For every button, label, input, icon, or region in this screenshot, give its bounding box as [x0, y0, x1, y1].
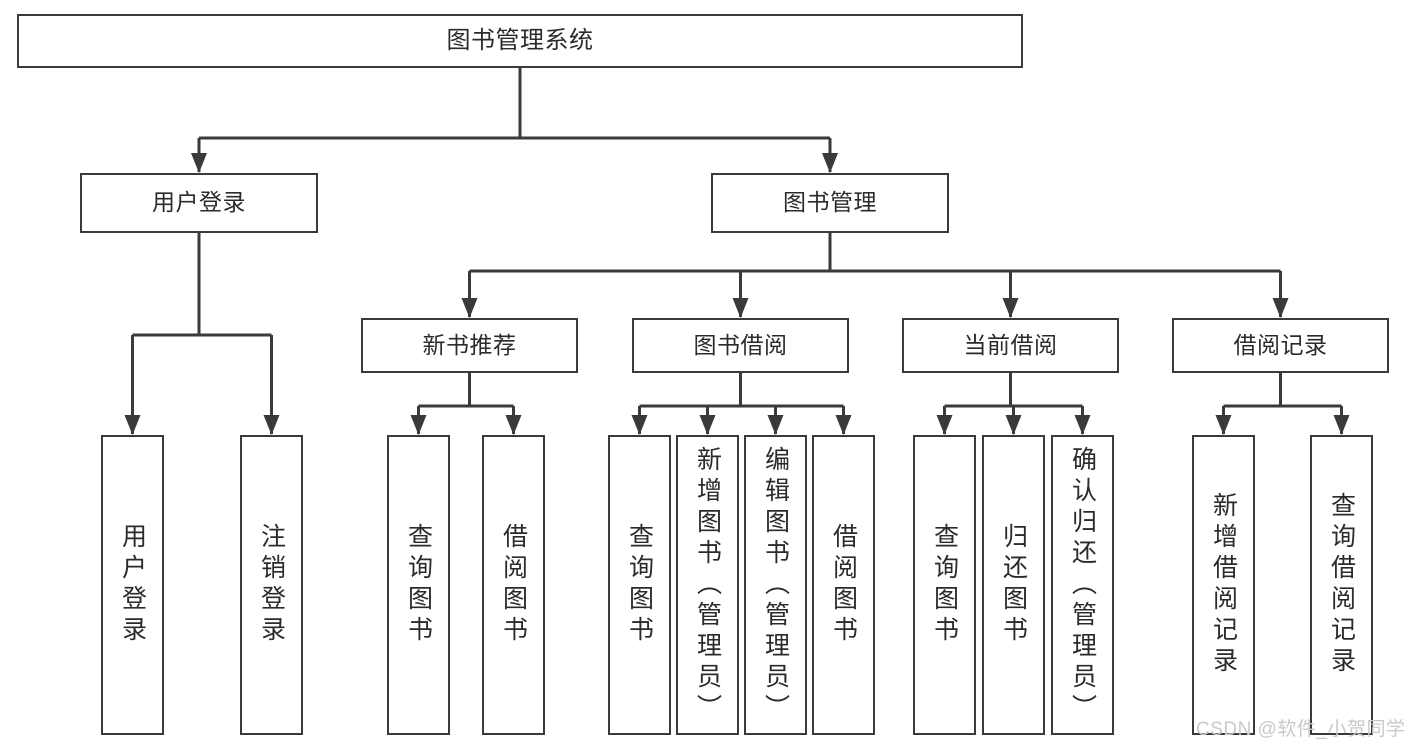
node-leaf-add-record[interactable]: 新增借阅记录 [1192, 435, 1255, 735]
node-label: 新增图书（管理员） [693, 445, 722, 725]
node-label: 图书借阅 [693, 331, 788, 358]
arrowhead-icon [767, 415, 784, 435]
arrowhead-icon [191, 153, 207, 173]
node-leaf-user-login[interactable]: 用户登录 [101, 435, 164, 735]
arrowhead-icon [631, 415, 648, 435]
node-borrow-record[interactable]: 借阅记录 [1172, 318, 1389, 373]
node-label: 用户登录 [118, 523, 147, 647]
node-label: 查询图书 [930, 523, 959, 647]
node-label: 新增借阅记录 [1209, 492, 1238, 678]
node-label: 借阅记录 [1233, 331, 1328, 358]
node-leaf-confirm-return[interactable]: 确认归还（管理员） [1051, 435, 1114, 735]
node-label: 图书管理 [783, 189, 877, 216]
arrowhead-icon [124, 415, 141, 435]
node-user-login[interactable]: 用户登录 [80, 173, 318, 233]
arrowhead-icon [1005, 415, 1022, 435]
arrowhead-icon [1215, 415, 1232, 435]
node-label: 借阅图书 [499, 523, 528, 647]
node-leaf-logout[interactable]: 注销登录 [240, 435, 303, 735]
node-leaf-query-book-2[interactable]: 查询图书 [608, 435, 671, 735]
node-label: 图书管理系统 [446, 26, 594, 54]
arrowhead-icon [822, 153, 838, 173]
node-label: 查询图书 [404, 523, 433, 647]
arrowhead-icon [699, 415, 716, 435]
node-leaf-add-book[interactable]: 新增图书（管理员） [676, 435, 739, 735]
node-new-book-rec[interactable]: 新书推荐 [361, 318, 578, 373]
node-leaf-edit-book[interactable]: 编辑图书（管理员） [744, 435, 807, 735]
node-leaf-query-record[interactable]: 查询借阅记录 [1310, 435, 1373, 735]
node-label: 查询借阅记录 [1327, 492, 1356, 678]
node-leaf-query-book-3[interactable]: 查询图书 [913, 435, 976, 735]
arrowhead-icon [835, 415, 852, 435]
node-label: 用户登录 [152, 189, 246, 216]
arrowhead-icon [505, 415, 522, 435]
node-book-borrow[interactable]: 图书借阅 [632, 318, 849, 373]
node-leaf-borrow-book-2[interactable]: 借阅图书 [812, 435, 875, 735]
node-label: 查询图书 [625, 523, 654, 647]
arrowhead-icon [1333, 415, 1350, 435]
node-label: 确认归还（管理员） [1068, 445, 1097, 725]
node-leaf-return-book[interactable]: 归还图书 [982, 435, 1045, 735]
node-label: 注销登录 [257, 523, 286, 647]
arrowhead-icon [461, 298, 478, 318]
node-root[interactable]: 图书管理系统 [17, 14, 1023, 68]
node-leaf-borrow-book-1[interactable]: 借阅图书 [482, 435, 545, 735]
node-leaf-query-book-1[interactable]: 查询图书 [387, 435, 450, 735]
node-label: 借阅图书 [829, 523, 858, 647]
node-label: 编辑图书（管理员） [761, 445, 790, 725]
arrowhead-icon [263, 415, 280, 435]
node-current-borrow[interactable]: 当前借阅 [902, 318, 1119, 373]
node-label: 归还图书 [999, 523, 1028, 647]
node-book-manage[interactable]: 图书管理 [711, 173, 949, 233]
arrowhead-icon [1272, 298, 1289, 318]
arrowhead-icon [1002, 298, 1019, 318]
node-label: 当前借阅 [963, 331, 1058, 358]
arrowhead-icon [732, 298, 749, 318]
arrowhead-icon [936, 415, 953, 435]
arrowhead-icon [1074, 415, 1091, 435]
arrowhead-icon [410, 415, 427, 435]
node-label: 新书推荐 [422, 331, 517, 358]
